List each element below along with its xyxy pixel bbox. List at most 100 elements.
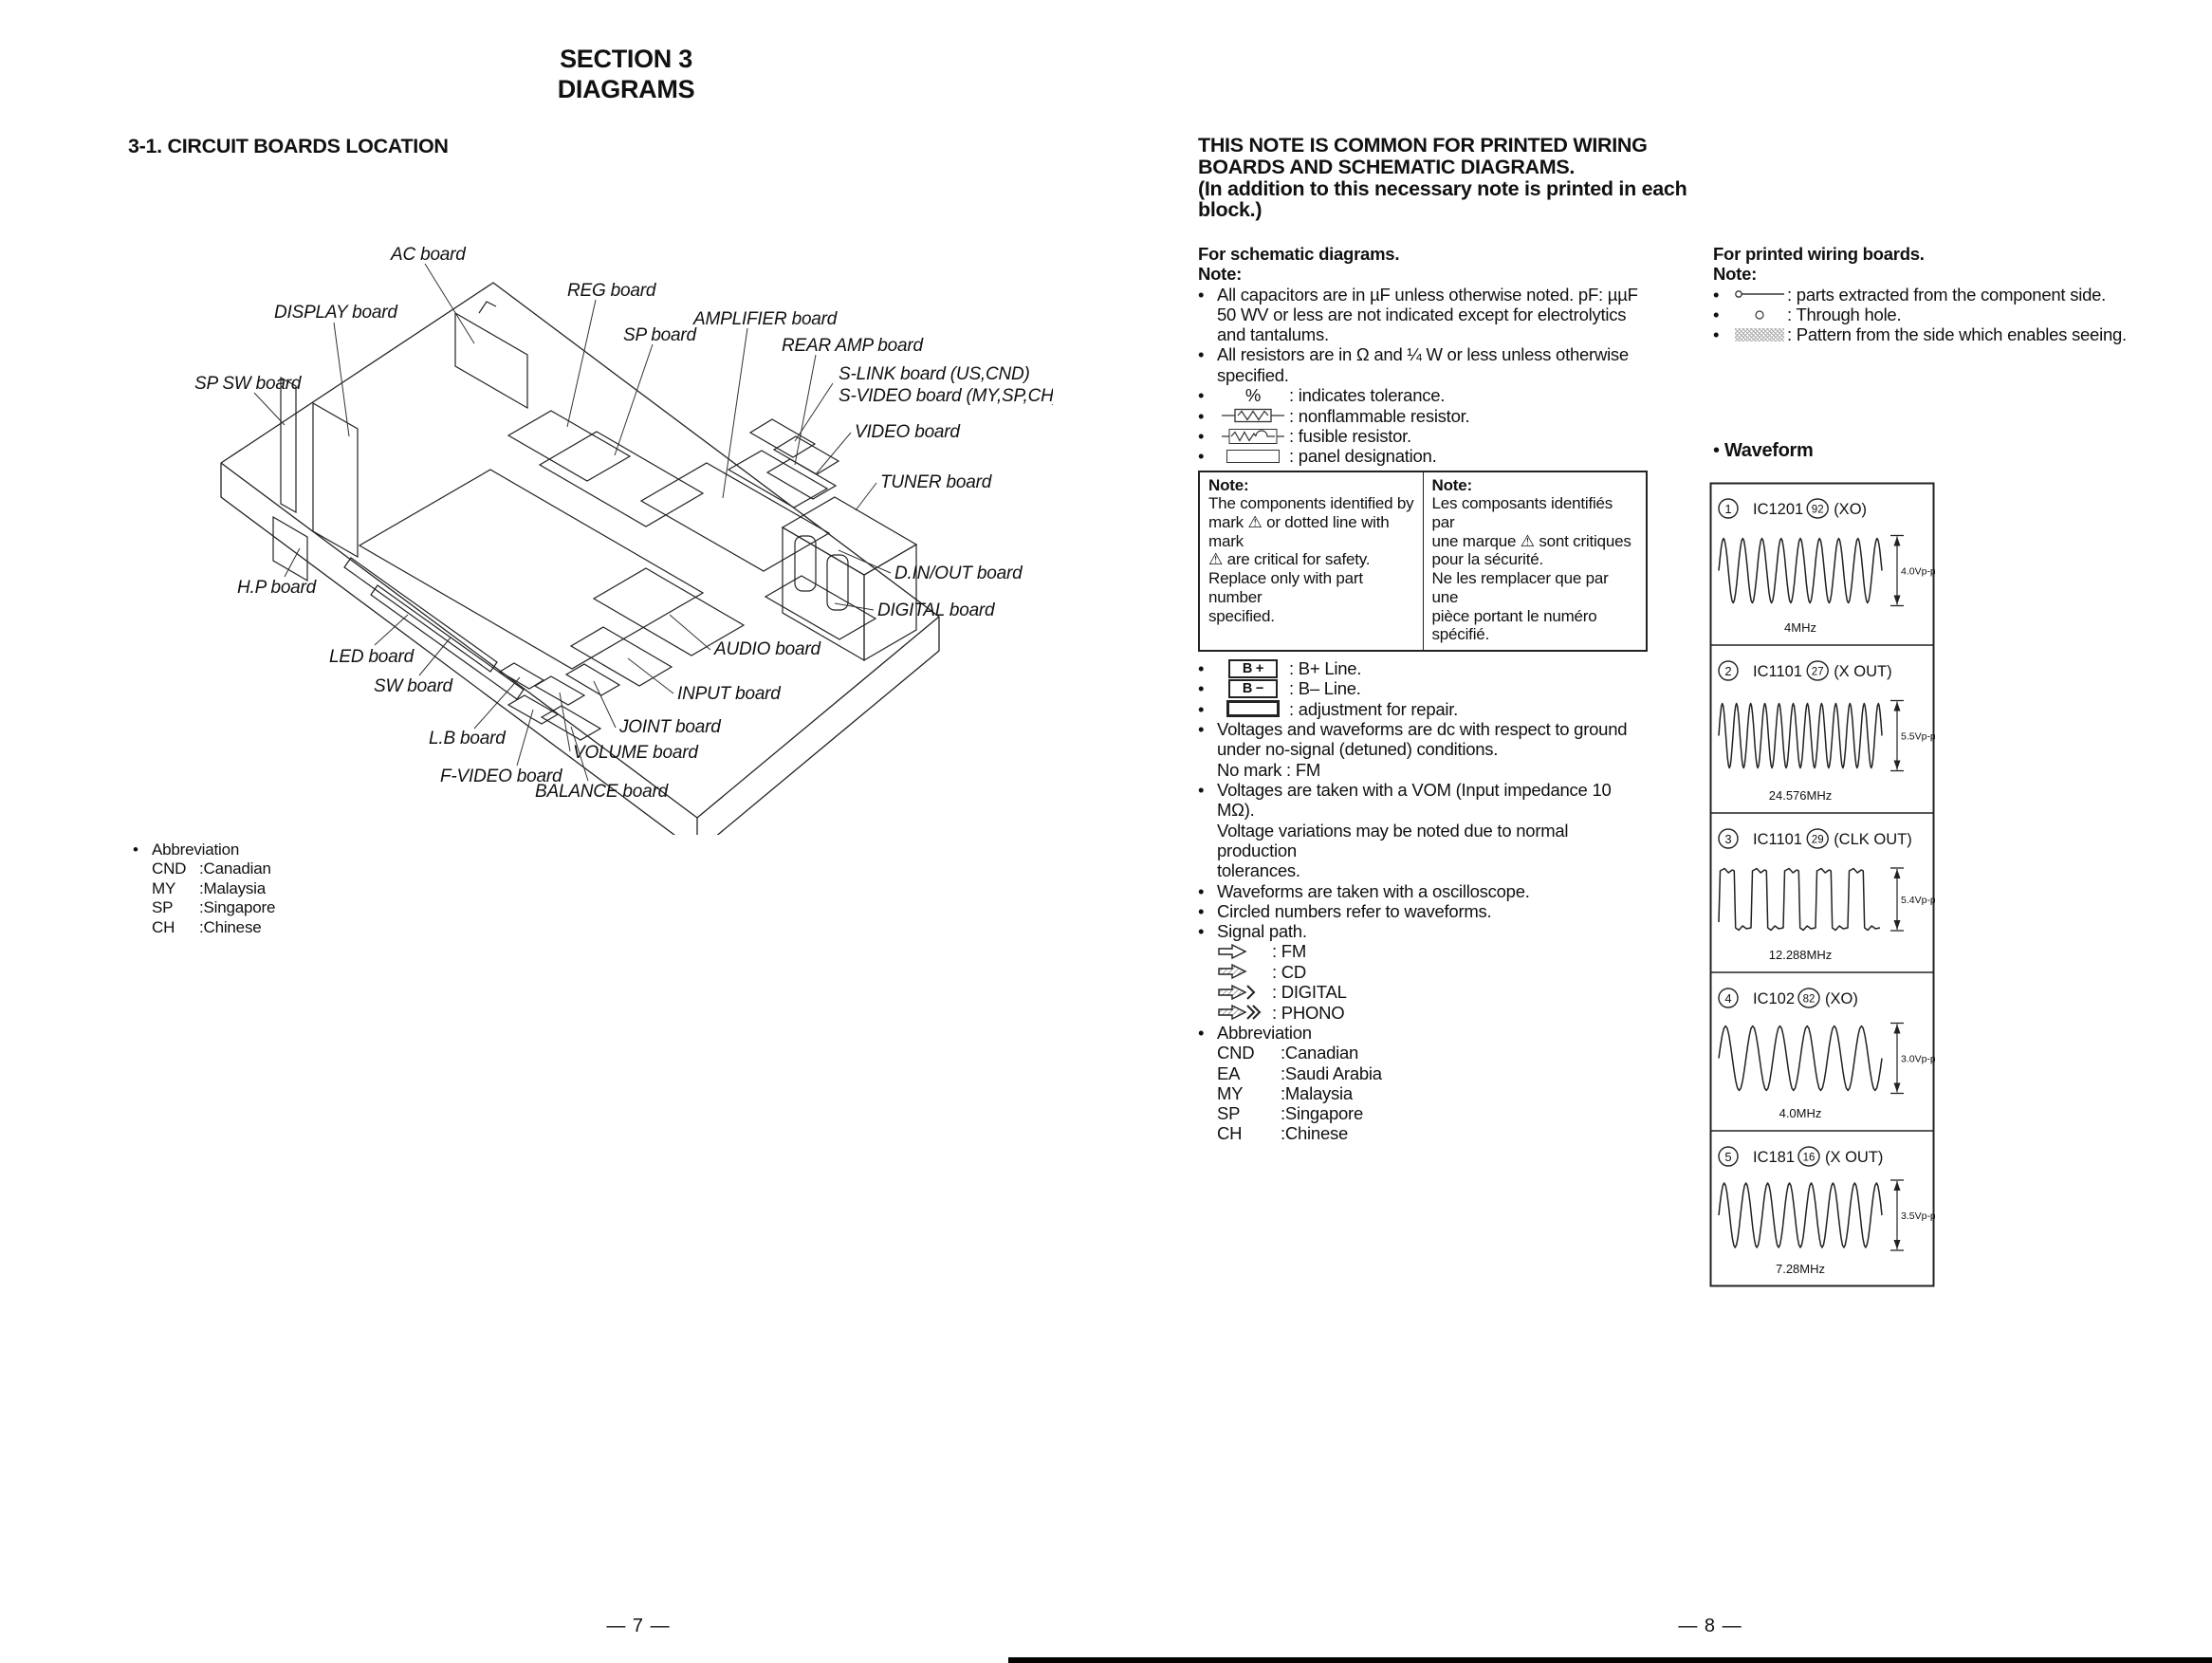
cd-arrow-icon [1217, 963, 1272, 980]
note-label: Note: [1198, 264, 1243, 285]
board-label: DIGITAL board [877, 601, 996, 620]
vpp-arrowhead-down [1893, 1240, 1901, 1249]
vpp-arrowhead-up [1893, 1181, 1901, 1191]
waveform-trace [1718, 1025, 1883, 1092]
leader-line [418, 637, 452, 676]
note-label: Note: [1713, 264, 1758, 285]
din-out-connector-shape [794, 535, 817, 592]
waveform-trace [1718, 702, 1883, 769]
board-label: AMPLIFIER board [692, 309, 839, 329]
waveform-pin: 29 [1812, 835, 1824, 846]
phono-arrow-icon [1217, 1004, 1272, 1021]
fusible-resistor-icon [1217, 428, 1289, 445]
waveform-pin-circle [1806, 828, 1829, 849]
waveform-pin-circle [1806, 498, 1829, 519]
ac-board-shape [454, 311, 528, 410]
waveform-number: 1 [1724, 502, 1731, 516]
schematic-title: For schematic diagrams. [1198, 244, 1400, 264]
waveform-pin: 16 [1803, 1153, 1816, 1164]
waveform-number-circle [1718, 828, 1739, 849]
through-hole-icon [1732, 308, 1787, 322]
abbreviation-block-right: CND:Canadian EA:Saudi Arabia MY:Malaysia… [1217, 1043, 1382, 1144]
board-label: H.P board [237, 578, 318, 598]
schematic-notes-column: For schematic diagrams. Note: • All capa… [1198, 244, 1651, 1144]
waveform-panel-border [1709, 482, 1935, 1287]
waveform-section-heading: • Waveform [1713, 440, 1814, 461]
frequency-label: 7.28MHz [1776, 1262, 1825, 1276]
leader-line [424, 263, 475, 344]
board-label: REAR AMP board [782, 336, 925, 356]
fm-arrow-icon [1217, 943, 1272, 960]
panel-designation-icon [1217, 449, 1289, 463]
leader-line [815, 432, 852, 475]
frequency-label: 24.576MHz [1769, 788, 1832, 803]
safety-note-box: Note: The components identified by mark … [1198, 470, 1648, 652]
leader-line [473, 676, 521, 730]
safety-note-en: Note: The components identified by mark … [1208, 475, 1414, 625]
sp-sw-board-shape [280, 376, 297, 514]
board-label: INPUT board [677, 684, 782, 704]
leader-line [794, 354, 817, 466]
waveform-signal-label: (XO) [1834, 501, 1867, 518]
leader-line [593, 680, 617, 729]
frequency-label: 4.0MHz [1779, 1106, 1822, 1120]
b-minus-box: B − [1217, 679, 1289, 699]
vpp-arrowhead-down [1893, 920, 1901, 930]
leader-line [516, 709, 534, 767]
board-label: VOLUME board [573, 743, 699, 763]
leader-line [794, 382, 834, 442]
board-label: L.B board [429, 729, 507, 748]
adjustment-box-icon [1217, 700, 1289, 718]
leader-line [566, 299, 597, 428]
waveform-number: 3 [1724, 832, 1731, 846]
leader-line [834, 602, 875, 611]
rear-amp-board-shape [727, 450, 829, 508]
board-label: AC board [390, 245, 467, 265]
waveform-number: 5 [1724, 1150, 1731, 1164]
vpp-arrowhead-down [1893, 595, 1901, 605]
lb-board-shape [498, 662, 545, 690]
leader-line [284, 547, 301, 578]
waveform-pin-circle [1797, 988, 1820, 1008]
board-label: AUDIO board [713, 639, 821, 659]
leader-line [374, 614, 409, 646]
leader-line [253, 392, 286, 426]
waveform-signal-label: (X OUT) [1825, 1149, 1883, 1166]
sp-board-shape [538, 431, 705, 527]
digital-arrow-icon [1217, 984, 1272, 1001]
leader-line [838, 549, 892, 574]
leader-line [627, 657, 674, 694]
leader-line [570, 726, 589, 782]
frequency-label: 12.288MHz [1769, 948, 1832, 962]
safety-note-fr: Note: Les composants identifiés par une … [1422, 471, 1647, 650]
leader-line [855, 482, 877, 511]
board-label: SP SW board [194, 374, 303, 394]
vpp-arrowhead-down [1893, 1082, 1901, 1093]
waveform-trace [1718, 867, 1881, 932]
waveform-ic-label: IC102 [1753, 990, 1795, 1007]
page-title-line1: SECTION 3 [560, 45, 692, 73]
vpp-label: 3.5Vp-p [1901, 1210, 1935, 1222]
page-number-right: — 8 — [1678, 1616, 1742, 1636]
leader-line [722, 327, 748, 499]
waveform-number-circle [1718, 1146, 1739, 1167]
leader-line [333, 322, 350, 437]
display-board-shape [312, 401, 359, 559]
vpp-label: 5.5Vp-p [1901, 731, 1935, 743]
audio-board-shape [592, 567, 746, 656]
section-heading: 3-1. CIRCUIT BOARDS LOCATION [128, 135, 449, 157]
hp-board-shape [272, 515, 308, 582]
pattern-swatch-icon [1732, 328, 1787, 342]
common-note-heading: THIS NOTE IS COMMON FOR PRINTED WIRING B… [1198, 134, 1687, 222]
page-number-left: — 7 — [606, 1616, 671, 1636]
led-board-shape [343, 557, 498, 673]
main-board-shape [358, 469, 705, 670]
waveform-ic-label: IC1201 [1753, 501, 1803, 518]
waveform-number: 4 [1724, 991, 1731, 1006]
